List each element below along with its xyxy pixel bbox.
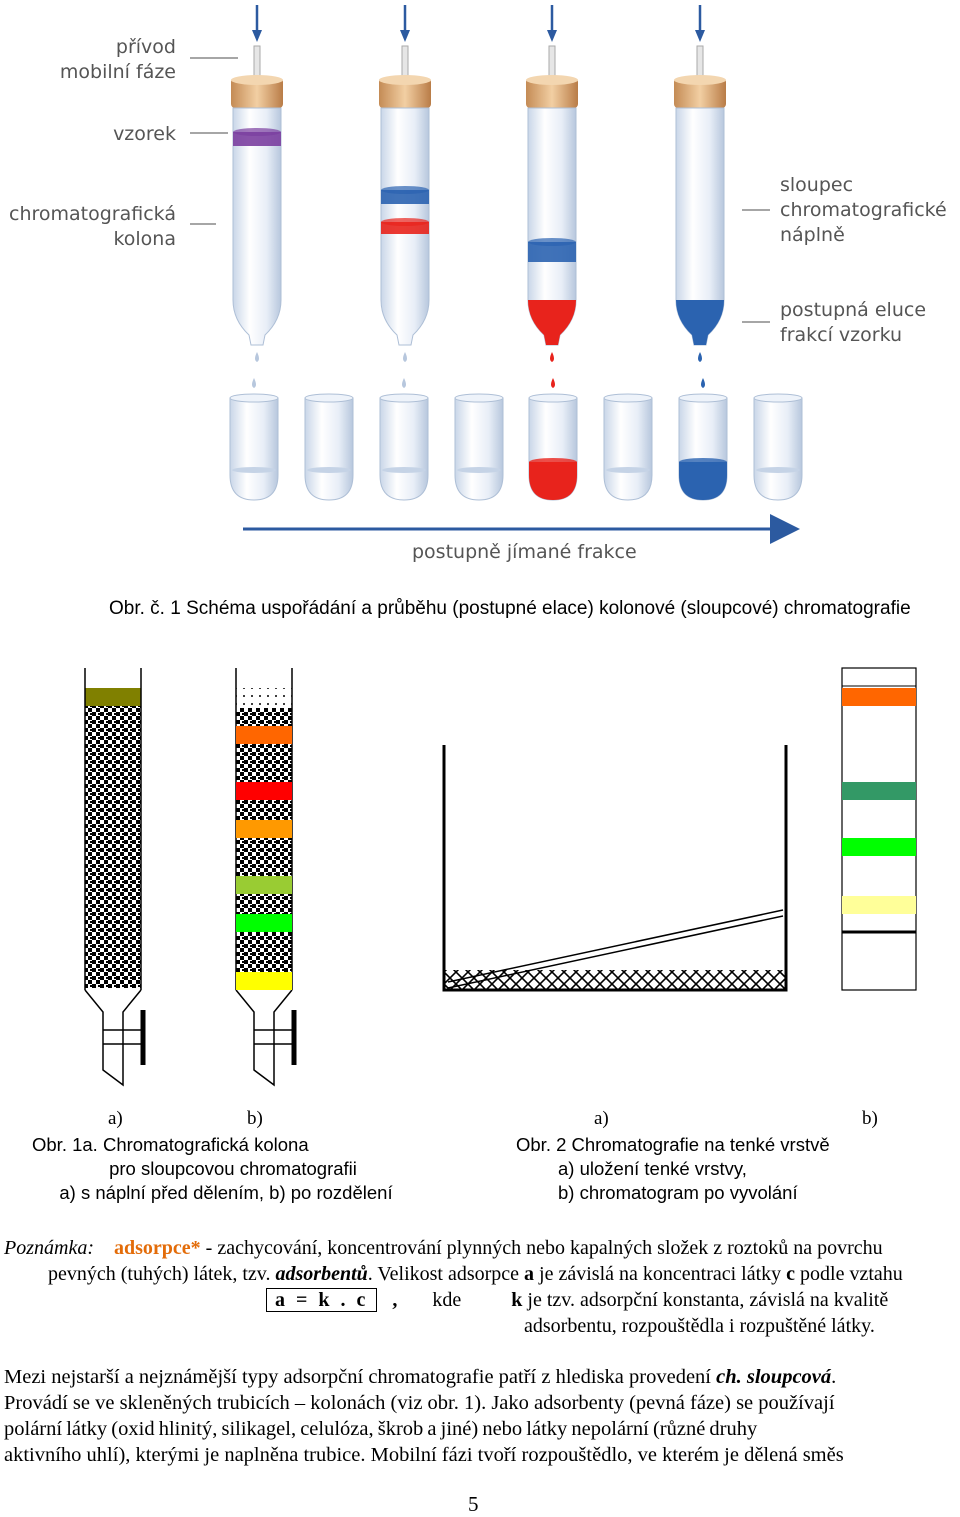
note-label: Poznámka: [4,1237,94,1259]
tlc-chamber [442,745,788,992]
para-line-4: aktivního uhlí), kterými je naplněna tru… [4,1444,844,1466]
collection-tube-5 [528,378,578,501]
collection-tube-4 [454,393,504,501]
figure-1-illustration [190,5,803,544]
column-b [235,668,297,1087]
glass-column-2 [379,5,431,362]
note-kde: kde [432,1289,462,1311]
note-formula: a = k . c [266,1288,378,1312]
fig1a-caption-3: a) s náplní před dělením, b) po rozdělen… [59,1182,393,1203]
note-block: Poznámka: adsorpce* - zachycování, konce… [4,1235,956,1339]
label-column: chromatografická kolona [9,203,176,250]
note-term-2: adsorbentů [275,1263,368,1285]
glass-column-4 [674,5,726,362]
collection-tube-1 [229,378,279,501]
label-fractions: postupně jímané frakce [412,541,637,563]
note-var-c: c [786,1263,796,1285]
fig2-caption-3: b) chromatogram po vyvolání [558,1182,798,1203]
page-number: 5 [468,1492,479,1516]
note-text-2b: . Velikost adsorpce [367,1263,525,1285]
para-term: ch. sloupcová [716,1366,832,1388]
label-sample: vzorek [113,123,176,145]
collection-tube-2 [304,393,354,501]
para-line-3: polární látky (oxid hlinitý, silikagel, … [4,1418,758,1440]
column-b-band-5 [236,914,292,932]
column-b-band-3 [236,820,292,838]
para-line-2: Provádí se ve skleněných trubicích – kol… [4,1392,835,1414]
column-b-band-6 [236,972,292,990]
note-var-k: k [511,1289,523,1311]
glass-column-3 [526,5,578,362]
label-mobile-phase: přívod mobilní fáze [59,36,176,83]
label-elution: postupná eluce frakcí vzorku [780,299,927,346]
figure-1-caption: Obr. č. 1 Schéma uspořádání a průběhu (p… [109,598,911,619]
fig2-label-b: b) [862,1108,878,1129]
note-text-2c: je závislá na koncentraci látky [534,1263,787,1285]
note-text-2a: pevných (tuhých) látek, tzv. [48,1263,276,1285]
fig2-caption-2: a) uložení tenké vrstvy, [558,1158,747,1179]
note-comma: , [392,1289,398,1311]
para-line-1c: . [831,1366,837,1388]
fig1a-label-a: a) [108,1108,123,1129]
para-line-1a: Mezi nejstarší a nejznámější typy adsorp… [4,1366,717,1388]
collection-tube-8 [753,393,803,501]
note-term: adsorpce* [113,1237,201,1259]
body-paragraph: Mezi nejstarší a nejznámější typy adsorp… [4,1364,956,1468]
column-a [84,668,146,1087]
note-text-1: - zachycování, koncentrování plynných ne… [200,1237,883,1259]
fig2-caption-1: Obr. 2 Chromatografie na tenké vrstvě [516,1134,830,1155]
glass-column-1 [231,5,283,362]
column-b-band-2 [236,782,292,800]
label-packing: sloupec chromatografické náplně [780,174,947,246]
fig1a-caption-1: Obr. 1a. Chromatografická kolona [32,1134,309,1155]
column-b-band-4 [236,876,292,894]
note-text-2d: podle vztahu [795,1263,903,1285]
plate-band-3 [842,838,916,856]
plate-band-4 [842,896,916,914]
collection-tube-6 [603,393,653,501]
note-var-a: a [524,1263,535,1285]
collection-tube-7 [678,378,728,501]
fig1a-label-b: b) [247,1108,263,1129]
collection-tube-3 [379,378,429,501]
fig1a-caption-2: pro sloupcovou chromatografii [109,1158,357,1179]
plate-band-1 [842,688,916,706]
note-text-4: adsorbentu, rozpouštědla i rozpuštěné lá… [524,1315,875,1337]
tlc-plate [841,667,917,991]
note-text-3: je tzv. adsorpční konstanta, závislá na … [522,1289,889,1311]
fig2-label-a: a) [594,1108,609,1129]
column-b-band-1 [236,726,292,744]
figure-1a-2-illustration [84,667,917,1087]
plate-band-2 [842,782,916,800]
